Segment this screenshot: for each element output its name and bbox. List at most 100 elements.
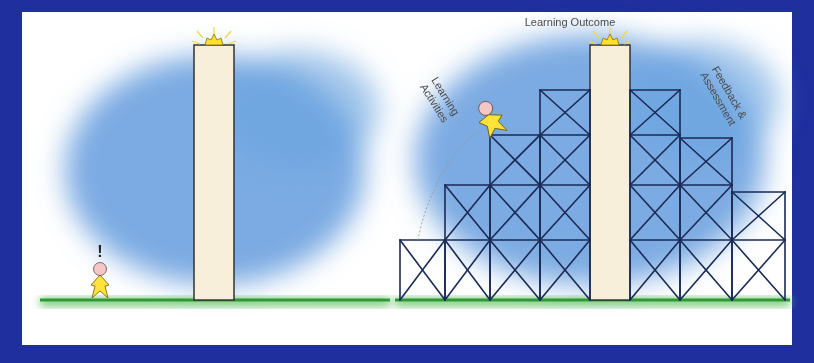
tower <box>590 45 630 300</box>
scaffold-bar <box>489 185 491 240</box>
scaffold-bar <box>679 138 681 185</box>
scaffold-bar <box>589 135 591 185</box>
scaffold-bar <box>540 135 590 185</box>
scaffold-bar <box>539 90 541 135</box>
scaffold-bar <box>540 135 590 185</box>
scaffold-bar <box>540 239 590 241</box>
scaffold-bar <box>679 90 681 135</box>
scaffold-bar <box>629 240 631 300</box>
scaffold-bar <box>680 137 732 139</box>
grass-glow <box>40 298 790 306</box>
scaffold-bar <box>589 90 591 135</box>
scaffold-bar <box>444 240 446 300</box>
scaffold-bar <box>540 134 590 136</box>
scaffold-bar <box>731 240 733 300</box>
scaffold-bar <box>630 240 680 300</box>
scaffold-bar <box>630 134 680 136</box>
scaffold-bar <box>732 240 785 300</box>
jump-trail <box>418 132 478 240</box>
scaffold-bar <box>680 185 732 240</box>
scaffold-bar <box>489 185 491 240</box>
scaffold-bar <box>490 184 540 186</box>
goal-star <box>192 27 236 45</box>
scaffold-bar <box>630 89 680 91</box>
scaffold-bar <box>540 90 590 135</box>
scaffold-bar <box>490 134 540 136</box>
scaffold-bar <box>540 185 590 240</box>
scaffold-bar <box>445 185 490 240</box>
scaffold-bar <box>540 90 590 135</box>
scaffold-bar <box>445 185 490 240</box>
scaffold-bar <box>490 135 540 185</box>
scaffold-bar <box>540 240 590 300</box>
learner-figure <box>91 263 109 299</box>
climbing-figure <box>472 97 509 140</box>
outcome-label: Learning Outcome <box>500 16 640 29</box>
scaffold-bar <box>490 240 540 300</box>
scaffold-bar <box>630 239 680 241</box>
scaffold-bar <box>680 138 732 185</box>
cloud <box>220 50 380 170</box>
goal-star <box>588 27 632 45</box>
scaffold-bar <box>679 185 681 240</box>
scaffold-bar <box>400 240 445 300</box>
scaffold-bar <box>589 185 591 240</box>
scaffold-bar <box>732 192 785 240</box>
star <box>205 34 223 45</box>
scaffold-bar <box>784 192 786 240</box>
scaffold-bar <box>680 184 732 186</box>
scaffold-bar <box>732 191 785 193</box>
scaffold-bar <box>539 185 541 240</box>
scaffold-bar <box>732 192 785 240</box>
scaffold-bar <box>445 240 490 300</box>
scaffold-bar <box>400 240 445 300</box>
scaffold-bar <box>540 240 590 300</box>
scaffold-bar <box>444 240 446 300</box>
star <box>601 34 619 45</box>
scaffold-bar <box>630 90 680 135</box>
scaffold-bar <box>732 239 785 241</box>
panel <box>22 12 792 345</box>
scaffold-bar <box>445 239 490 241</box>
scaffold-bar <box>680 240 732 300</box>
scaffold-bar <box>679 240 681 300</box>
scaffold-bar <box>680 240 732 300</box>
head <box>94 263 107 276</box>
glow-rays <box>588 27 632 44</box>
exclamation-mark: ! <box>90 243 110 261</box>
scaffold-bar <box>539 135 541 185</box>
scaffold-bar <box>630 240 680 300</box>
scaffold-bar <box>540 185 590 240</box>
scaffold-bar <box>490 185 540 240</box>
scaffold-bar <box>490 185 540 240</box>
scaffold-bar <box>629 90 631 135</box>
scaffold-bar <box>445 184 490 186</box>
scaffold-bar <box>490 135 540 185</box>
scaffold-bar <box>629 135 631 185</box>
scaffold-bar <box>490 239 540 241</box>
scaffold-bar <box>630 185 680 240</box>
scaffold-bar <box>589 240 591 300</box>
scaffold-bar <box>679 185 681 240</box>
cloud <box>620 40 780 160</box>
tower <box>194 45 234 300</box>
scaffold-bar <box>630 185 680 240</box>
scaffold-bar <box>630 90 680 135</box>
scaffold-bar <box>489 240 491 300</box>
scaffold-bar <box>732 240 785 300</box>
scaffold-bar <box>539 135 541 185</box>
scaffold-bar <box>679 240 681 300</box>
scaffold-bar <box>539 240 541 300</box>
scaffold-bar <box>540 89 590 91</box>
scaffold-bar <box>489 135 491 185</box>
scaffold-bar <box>679 135 681 185</box>
scaffold-bar <box>731 192 733 240</box>
scaffold-bar <box>445 240 490 300</box>
scaffold-bar <box>629 185 631 240</box>
scaffold-bar <box>630 184 680 186</box>
scaffold-bar <box>630 135 680 185</box>
scaffold-bar <box>399 240 401 300</box>
scaffold-bar <box>680 138 732 185</box>
head <box>476 99 495 118</box>
